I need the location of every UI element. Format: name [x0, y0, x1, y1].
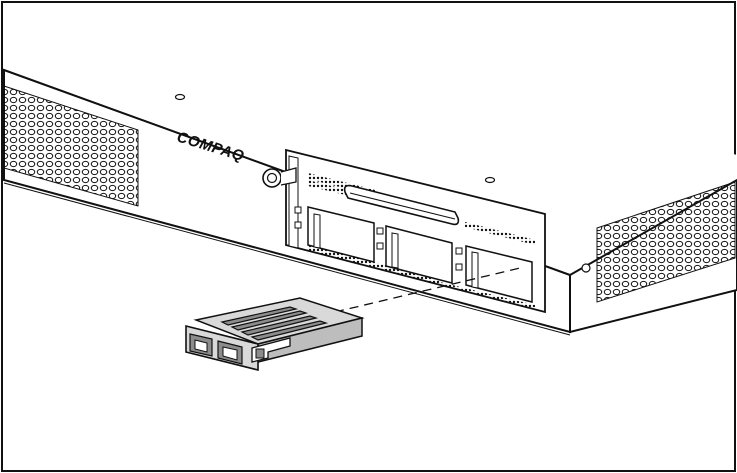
- left-vent-grille: [3, 85, 139, 207]
- module-handle: [343, 184, 460, 226]
- insertion-guide-line: [334, 267, 521, 313]
- gbic-transceiver-module: [185, 297, 365, 372]
- chassis-top-surface: [4, 10, 737, 275]
- side-vent-grille: [596, 181, 736, 303]
- status-led: [294, 206, 463, 271]
- port-slot: [385, 225, 453, 284]
- side-screw-hole: [581, 263, 591, 273]
- top-screw-hole: [174, 93, 186, 101]
- top-screw-hole: [484, 176, 496, 184]
- connector-port: [217, 340, 243, 365]
- connector-port: [189, 333, 213, 357]
- port-slot: [307, 206, 375, 263]
- thumbscrew: [262, 167, 297, 188]
